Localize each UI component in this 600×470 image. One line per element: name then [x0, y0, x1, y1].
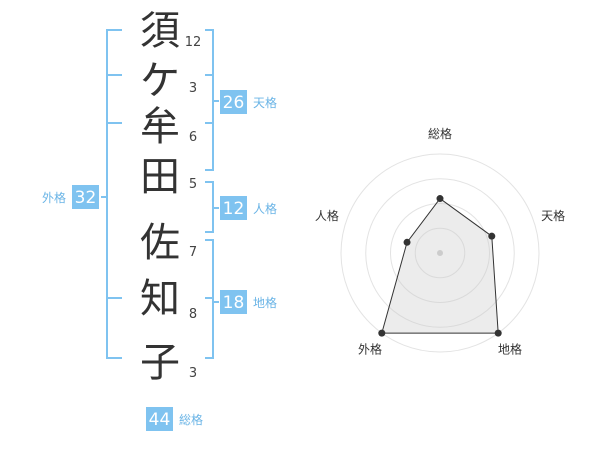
- chikaku-badge: [220, 290, 247, 314]
- jinkaku-label: 人格: [253, 201, 277, 216]
- stroke-count-1: 12: [185, 35, 202, 50]
- radar-point-4: [378, 329, 386, 337]
- radar-center-point: [437, 250, 443, 256]
- radar-axis-label-3: 地格: [498, 341, 522, 356]
- chikaku-value: 18: [223, 293, 245, 313]
- radar-point-1: [436, 195, 444, 203]
- jinkaku-value: 12: [223, 199, 245, 219]
- soukaku-badge: [146, 407, 173, 431]
- gaikaku-bracket: [101, 29, 122, 359]
- radar-series-polygon: [381, 197, 499, 334]
- radar-axis-label-5: 人格: [315, 208, 339, 223]
- name-char-3: 牟: [140, 104, 180, 150]
- tenkaku-label: 天格: [253, 95, 277, 110]
- radar-axis-label-2: 天格: [541, 208, 565, 223]
- name-char-5: 佐: [140, 220, 180, 266]
- radar-point-5: [403, 238, 411, 246]
- stroke-count-3: 6: [189, 130, 197, 145]
- radar-axis-label-4: 外格: [358, 341, 382, 356]
- name-char-6: 知: [140, 276, 180, 322]
- chikaku-label: 地格: [253, 295, 277, 310]
- chikaku-bracket: [205, 239, 219, 359]
- jinkaku-badge: [220, 196, 247, 220]
- radar-ring-2: [390, 203, 490, 303]
- gaikaku-label: 外格: [42, 190, 66, 205]
- radar-point-2: [488, 232, 496, 240]
- tenkaku-bracket: [205, 29, 219, 171]
- soukaku-label: 総格: [179, 412, 203, 427]
- radar-point-3: [494, 329, 502, 337]
- stroke-count-4: 5: [189, 177, 197, 192]
- gaikaku-badge: [72, 185, 99, 209]
- radar-ring-1: [414, 227, 466, 279]
- gaikaku-value: 32: [75, 188, 97, 208]
- soukaku-value: 44: [149, 410, 171, 430]
- name-char-2: ケ: [140, 58, 180, 104]
- stroke-count-2: 3: [189, 81, 197, 96]
- stroke-count-7: 3: [189, 366, 197, 381]
- tenkaku-badge: [220, 90, 247, 114]
- stroke-count-5: 7: [189, 245, 197, 260]
- tenkaku-value: 26: [223, 93, 245, 113]
- radar-ring-3: [365, 178, 515, 328]
- name-char-4: 田: [140, 154, 180, 200]
- jinkaku-bracket: [205, 181, 219, 233]
- radar-axis-label-1: 総格: [428, 126, 452, 141]
- name-char-1: 須: [140, 8, 180, 54]
- name-char-7: 子: [140, 340, 180, 386]
- stroke-count-6: 8: [189, 307, 197, 322]
- radar-ring-4: [340, 153, 540, 353]
